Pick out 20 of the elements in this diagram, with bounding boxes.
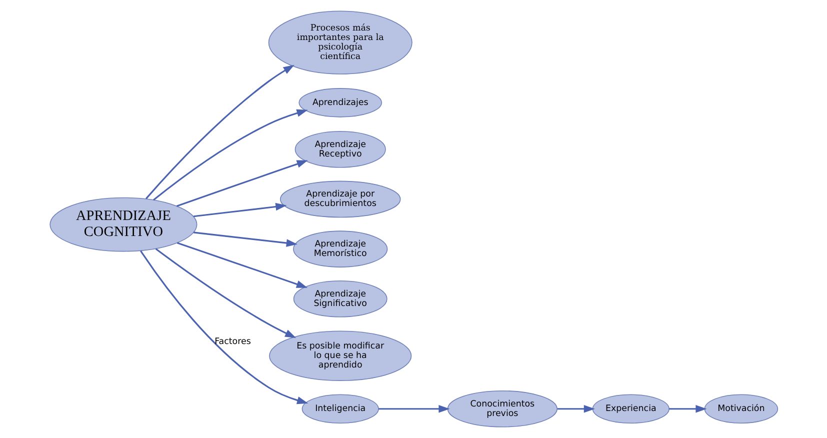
arrow (556, 405, 594, 413)
arrow (192, 202, 286, 218)
arrow (145, 64, 294, 200)
arrow (192, 232, 297, 247)
edge-label: Factores (214, 336, 250, 347)
node-ellipse: Aprendizaje Memorístico (292, 230, 388, 268)
arrow (140, 250, 308, 404)
node-ellipse: Conocimientos previos (446, 390, 557, 428)
arrow (176, 242, 308, 288)
node-ellipse: Experiencia (592, 394, 669, 424)
node-ellipse: Motivación (704, 394, 778, 424)
arrow (176, 160, 308, 207)
node-ellipse: Inteligencia (301, 394, 378, 424)
arrow (668, 405, 706, 413)
node-ellipse: Aprendizaje por descubrimientos (279, 180, 400, 218)
node-ellipse: APRENDIZAJE COGNITIVO (49, 197, 197, 252)
arrow (378, 405, 450, 413)
node-ellipse: Aprendizajes (298, 88, 382, 118)
arrow (154, 248, 296, 338)
arrow (152, 109, 308, 201)
